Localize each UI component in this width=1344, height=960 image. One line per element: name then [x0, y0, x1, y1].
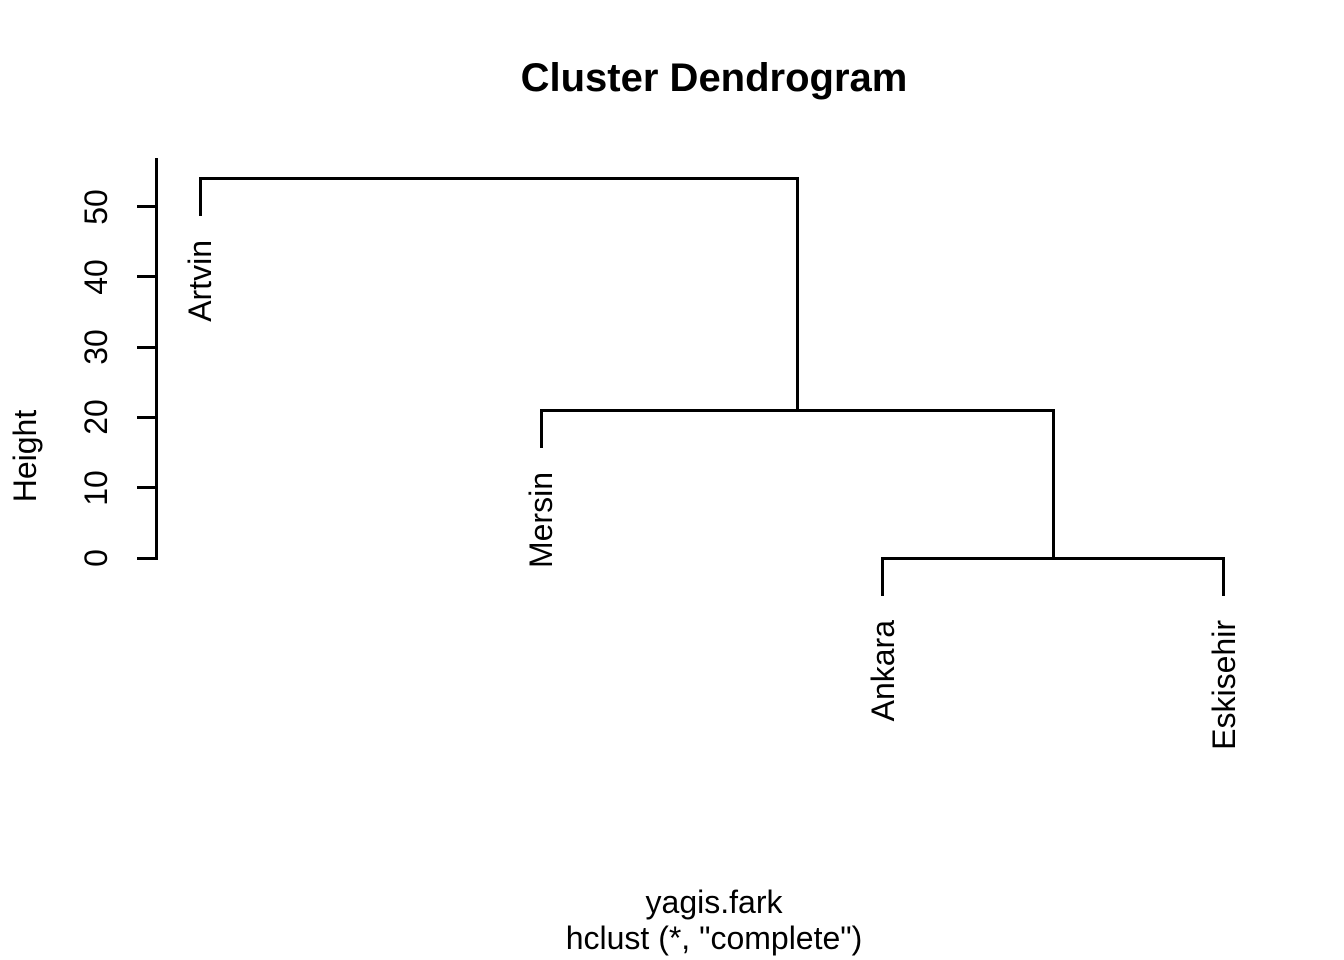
chart-title: Cluster Dendrogram [520, 56, 908, 100]
y-axis-label: Height [7, 409, 43, 503]
merge-bar [198, 176, 799, 180]
caption-dataset: yagis.fark [645, 884, 783, 920]
leaf-label-artvin: Artvin [182, 240, 218, 323]
y-tick-mark [137, 415, 155, 419]
leaf-stem-eskisehir [1222, 558, 1226, 596]
leaf-label-mersin: Mersin [523, 472, 560, 569]
y-tick-label: 50 [78, 188, 114, 225]
plot-caption: yagis.fark hclust (*, "complete") [566, 884, 863, 956]
caption-method: hclust (*, "complete") [565, 920, 863, 956]
leaf-stem-ankara [881, 558, 885, 596]
merge-bar [539, 408, 1055, 412]
y-tick-mark [137, 556, 155, 560]
y-tick-mark [137, 486, 155, 490]
leaf-label-ankara: Ankara [864, 619, 901, 722]
y-tick-label: 30 [78, 329, 114, 365]
cluster-stem [1051, 410, 1055, 558]
leaf-label-eskisehir: Eskisehir [1205, 619, 1242, 750]
y-tick-label: 10 [78, 469, 114, 506]
y-tick-mark [137, 275, 155, 279]
y-tick-label: 20 [78, 399, 114, 436]
y-axis-line [155, 158, 158, 560]
leaf-stem-mersin [539, 410, 543, 449]
y-tick-mark [137, 205, 155, 208]
y-tick-label: 40 [78, 259, 114, 295]
leaf-stem-artvin [198, 178, 202, 217]
merge-bar [881, 556, 1226, 560]
y-tick-mark [137, 345, 155, 349]
cluster-stem [795, 178, 799, 411]
y-tick-label: 0 [78, 549, 114, 567]
